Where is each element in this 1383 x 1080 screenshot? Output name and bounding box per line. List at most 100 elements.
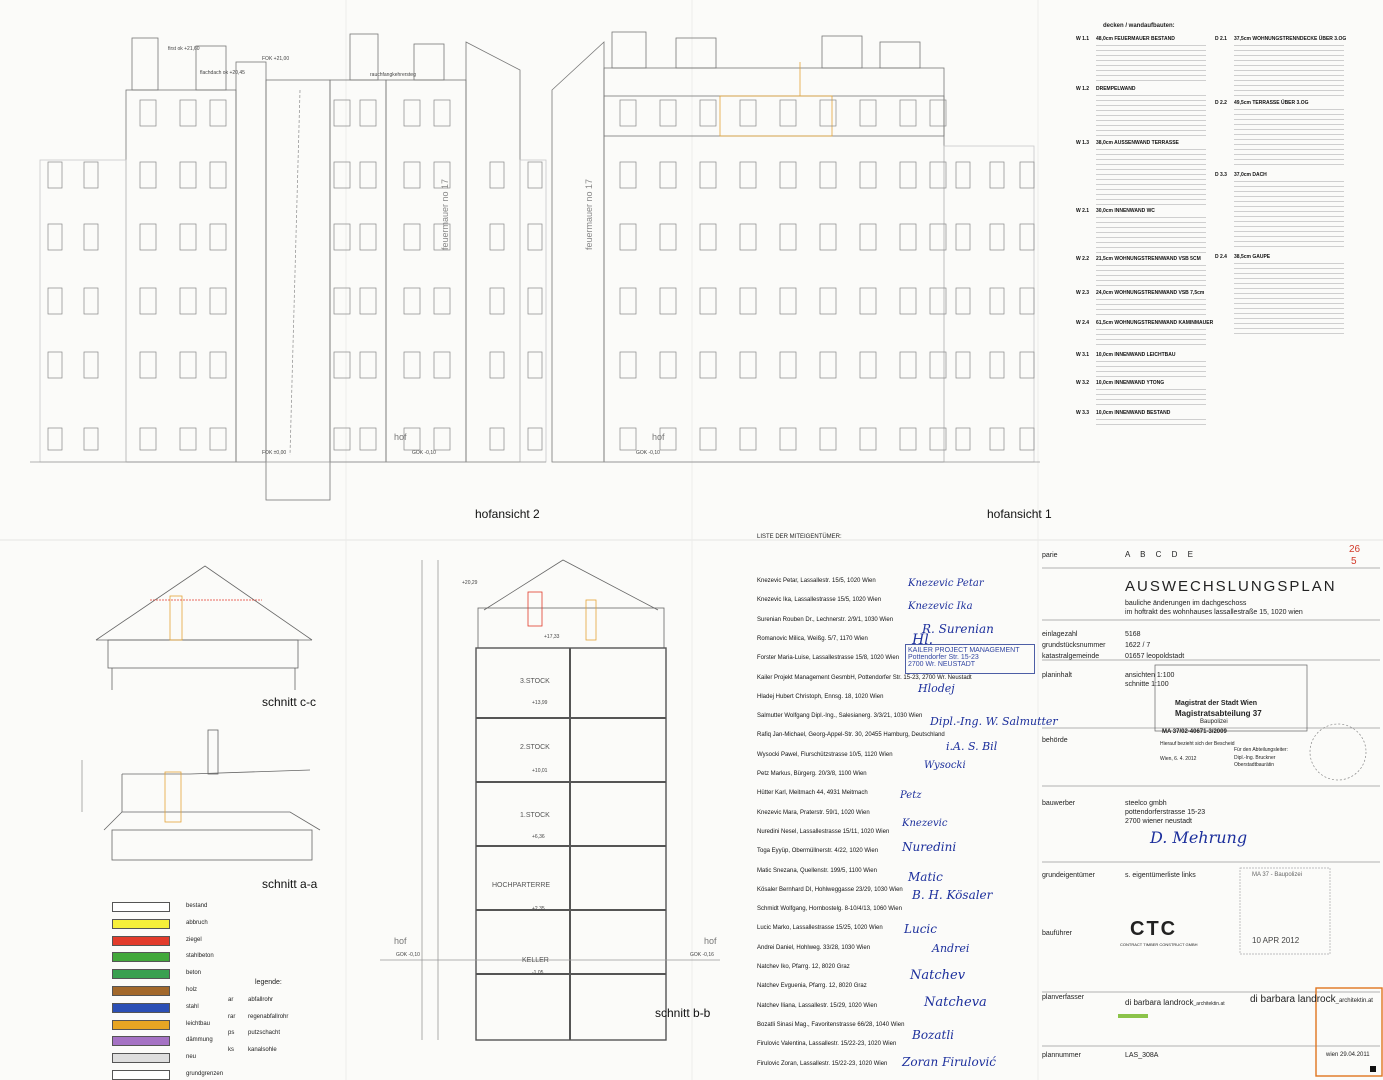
- window: [139, 287, 157, 315]
- spec-code: W 1.2: [1076, 86, 1090, 92]
- window: [859, 287, 877, 315]
- ctc-sub: CONTRACT TIMBER CONSTRUCT GMBH: [1120, 942, 1198, 947]
- facade-hofansicht-2: [30, 33, 547, 501]
- window: [955, 223, 971, 251]
- row-label: grundstücksnummer: [1042, 642, 1106, 649]
- owner-entry: Bozatli Sinasi Mag., Favoritenstrasse 66…: [757, 1021, 905, 1028]
- planverfasser-stamp-suffix: _architektin.at: [1335, 998, 1373, 1004]
- titleblock-frame: [1042, 567, 1383, 1077]
- plannummer-label: plannummer: [1042, 1052, 1081, 1059]
- window: [179, 427, 197, 451]
- window: [859, 427, 877, 451]
- signature: Wysocki: [924, 760, 966, 771]
- owner-entry: Hütter Karl, Meitmach 44, 4931 Meitmach: [757, 790, 868, 797]
- owner-entry: Schmidt Wolfgang, Hornbostelg. 8-10/4/13…: [757, 906, 902, 913]
- spec-lines: [1096, 359, 1206, 377]
- legend-label: stahlbeton: [186, 953, 214, 960]
- legend-label: holz: [186, 987, 198, 993]
- plan-subtitle-2: im hoftrakt des wohnhauses lassallestraß…: [1125, 609, 1303, 616]
- window: [859, 99, 877, 127]
- spec-lines: [1096, 263, 1206, 287]
- legend-swatch: #a2682b: [112, 986, 170, 996]
- window: [619, 287, 637, 315]
- legend-label: neu: [186, 1054, 197, 1061]
- window: [209, 351, 227, 379]
- window: [83, 287, 99, 315]
- legend-swatch: #dedede: [112, 1053, 170, 1064]
- window: [619, 161, 637, 189]
- abbr-key: ks: [228, 1046, 234, 1053]
- spec-code: D 2.4: [1215, 254, 1227, 260]
- window: [899, 287, 917, 315]
- planverfasser-name: di barbara landrock_architektin.at: [1125, 998, 1225, 1007]
- window: [955, 161, 971, 189]
- window: [433, 161, 451, 189]
- owner-entry: Wysocki Pawel, Flurschützstrasse 10/5, 1…: [757, 751, 893, 758]
- spec-heading: 38,0cm AUSSENWAND TERRASSE: [1096, 140, 1179, 146]
- window: [619, 223, 637, 251]
- label-hof-right: hof: [652, 432, 665, 442]
- signature: Natchev: [910, 968, 966, 983]
- window: [739, 427, 757, 451]
- window: [433, 351, 451, 379]
- stamp-name: Dipl.-Ing. Bruckner: [1234, 755, 1276, 761]
- abbr-value: putzschacht: [248, 1030, 281, 1036]
- parie-label: parie: [1042, 552, 1058, 559]
- window: [47, 161, 63, 189]
- legend-swatch: #42a83b: [112, 952, 170, 963]
- window: [139, 351, 157, 379]
- window: [899, 99, 917, 127]
- window: [139, 223, 157, 251]
- ma37-date: 10 APR 2012: [1252, 936, 1300, 945]
- grund-value: s. eigentümerliste links: [1125, 872, 1196, 879]
- spec-heading: 48,0cm FEUERMAUER BESTAND: [1096, 36, 1175, 42]
- corner-mark: [1370, 1066, 1376, 1072]
- grund-label: grundeigentümer: [1042, 872, 1095, 879]
- section-b-b: [380, 559, 720, 1041]
- window: [989, 287, 1005, 315]
- section-c-c: [95, 565, 313, 690]
- signature: Knezevic: [902, 818, 948, 829]
- window: [139, 427, 157, 451]
- spec-code: D 2.1: [1215, 36, 1227, 42]
- legend-swatch: #ffffff: [112, 1070, 170, 1080]
- level-gok-left: GOK -0,10: [412, 450, 436, 456]
- window: [819, 287, 837, 315]
- view-title-schnitt-b-b: schnitt b-b: [655, 1006, 711, 1020]
- owner-entry: Forster Maria-Luise, Lassallestrasse 15/…: [757, 655, 900, 662]
- spec-code: D 2.2: [1215, 100, 1227, 106]
- window: [359, 427, 377, 451]
- spec-heading: 10,0cm INNENWAND BESTAND: [1096, 410, 1171, 416]
- label-hof-section: hof: [394, 936, 407, 946]
- window: [699, 287, 717, 315]
- signature: Nuredini: [902, 840, 957, 854]
- window: [209, 99, 227, 127]
- window: [83, 223, 99, 251]
- window: [659, 287, 677, 315]
- window: [1019, 287, 1035, 315]
- section-level: +20,29: [462, 580, 478, 586]
- owner-entry: Knezevic Petar, Lassallestr. 15/5, 1020 …: [757, 578, 876, 584]
- signature: Lucic: [904, 922, 937, 936]
- signature: Matic: [908, 870, 943, 884]
- window: [489, 161, 505, 189]
- window: [989, 351, 1005, 379]
- stamp-baupolizei: Baupolizei: [1200, 719, 1228, 725]
- window: [47, 287, 63, 315]
- owner-entry: Nuredini Nesel, Lassallestrasse 15/11, 1…: [757, 828, 890, 835]
- window: [47, 223, 63, 251]
- window: [819, 427, 837, 451]
- window: [403, 161, 421, 189]
- page-mark: 26: [1349, 544, 1361, 555]
- legend-label: grundgrenzen: [186, 1071, 224, 1077]
- row-label: katastralgemeinde: [1042, 653, 1100, 660]
- window: [527, 427, 543, 451]
- stamp-role: Oberstadtbaurätin: [1234, 762, 1275, 768]
- window: [359, 287, 377, 315]
- window: [779, 351, 797, 379]
- level-fok-bottom: FOK ±0,00: [262, 450, 287, 456]
- owner-entry: Natchev Iko, Pfarrg. 12, 8020 Graz: [757, 964, 850, 970]
- window: [83, 161, 99, 189]
- row-value: schnitte 1:100: [1125, 681, 1169, 688]
